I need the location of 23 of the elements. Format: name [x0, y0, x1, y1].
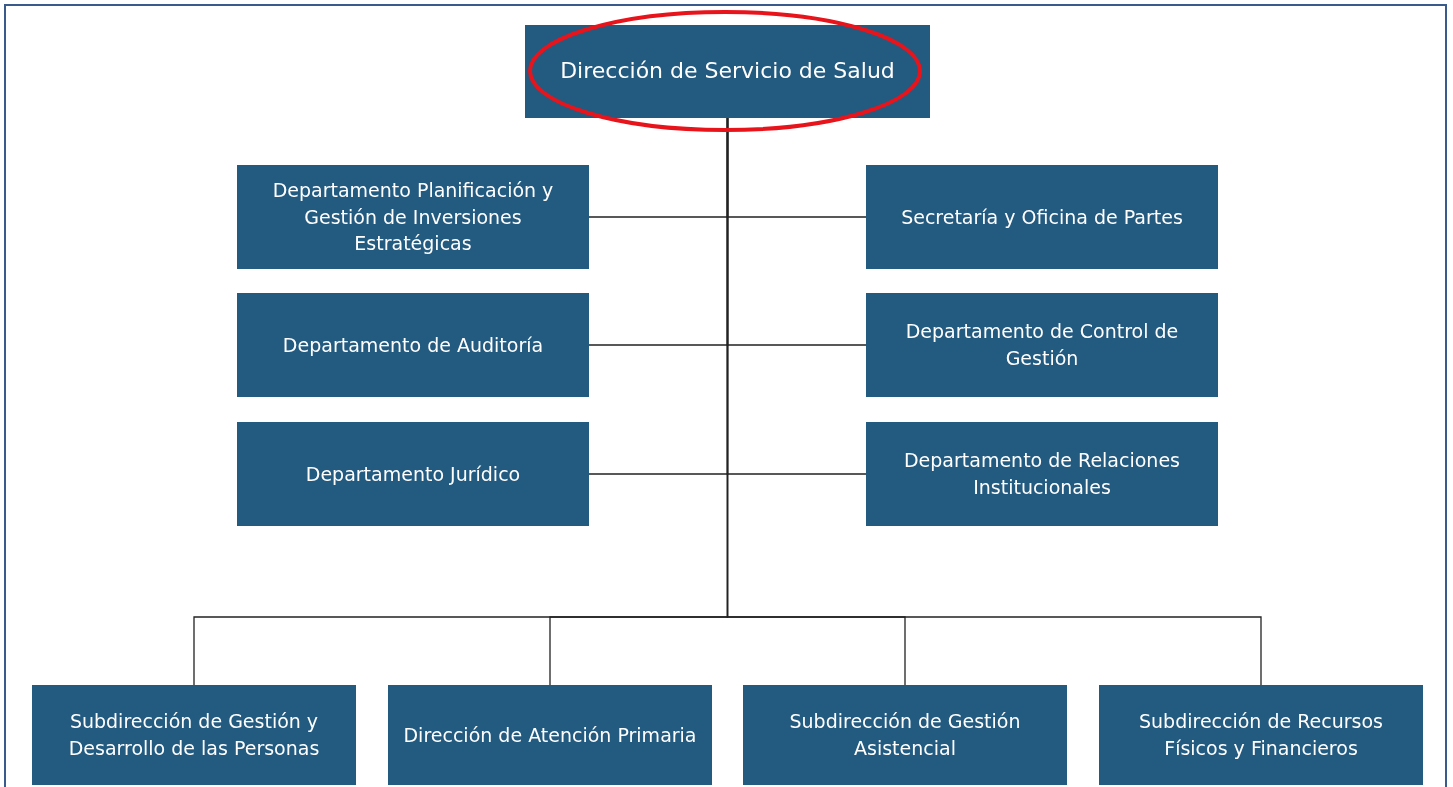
org-unit-box: [1099, 685, 1423, 785]
connector-line: [726, 117, 1262, 686]
unit-name: Secretaría y Oficina de Partes: [901, 204, 1183, 230]
org-unit-box: [237, 422, 589, 526]
unit-name: Departamento de Auditoría: [282, 332, 544, 358]
org-unit-box: [388, 685, 712, 785]
org-unit-box: [866, 422, 1218, 526]
org-unit-box: [237, 165, 589, 269]
unit-name: Subdirección de Gestión y Desarrollo de las Personas: [67, 709, 321, 761]
org-unit-box: [866, 293, 1218, 397]
org-unit-box: [743, 685, 1067, 785]
org-unit-box: [525, 25, 930, 118]
unit-name: Subdirección de Recursos Físicos y Financieros: [1138, 709, 1384, 761]
unit-name: Dirección de Atención Primaria: [403, 722, 697, 748]
unit-name: Departamento Planificación y Gestión de Inversiones Estratégicas: [271, 178, 555, 257]
org-unit-box: [237, 293, 589, 397]
unit-name: Departamento de Control de Gestión: [904, 319, 1180, 371]
unit-name: Departamento Jurídico: [305, 461, 521, 487]
org-unit-box: [866, 165, 1218, 269]
unit-name: Dirección de Servicio de Salud: [560, 57, 895, 86]
unit-name: Departamento de Relaciones Institucionales: [903, 448, 1181, 500]
org-unit-box: [32, 685, 356, 785]
unit-name: Subdirección de Gestión Asistencial: [788, 709, 1022, 761]
